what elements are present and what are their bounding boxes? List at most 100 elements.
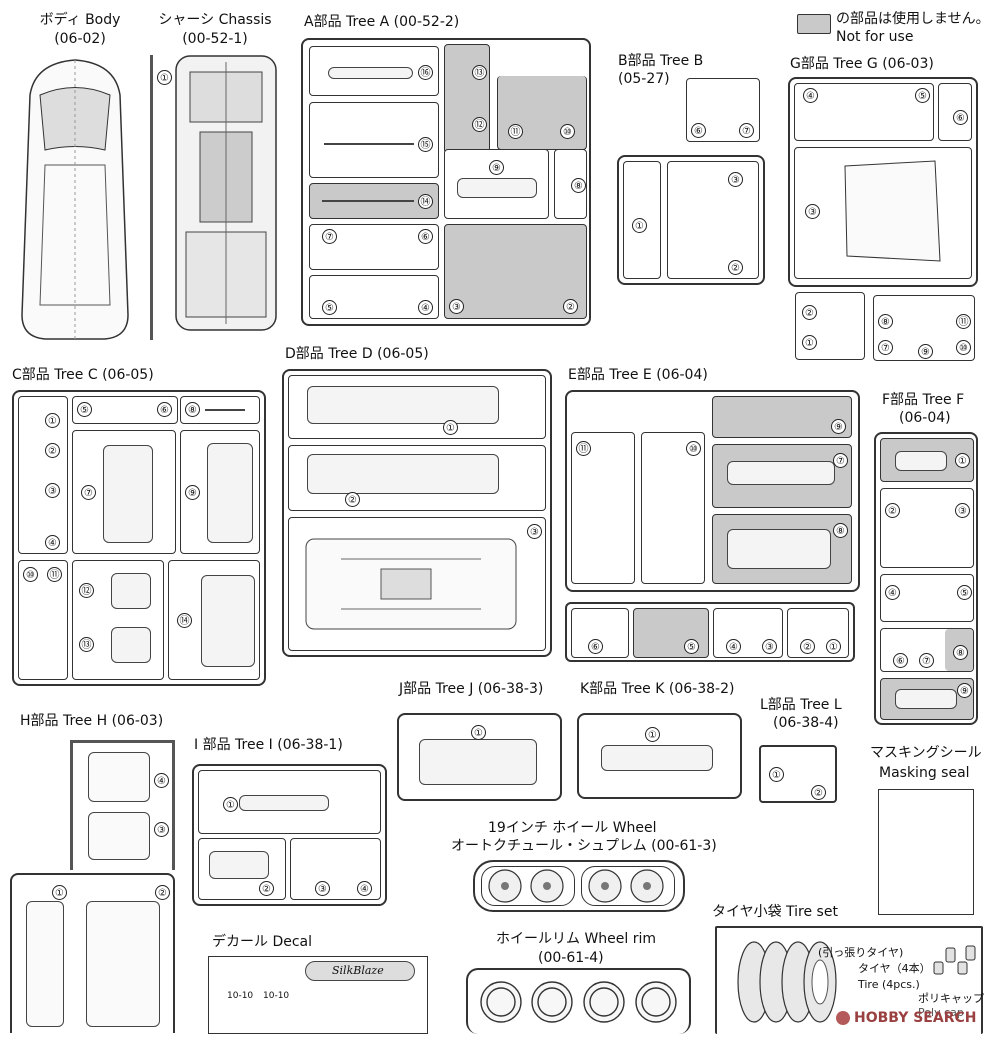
tree-g-num-9: ⑨ (918, 344, 933, 359)
tree-d-cell-3: ③ (288, 517, 546, 651)
tree-k-title: K部品 Tree K (06-38-2) (580, 681, 735, 697)
tree-a-cell-14: ⑭ (309, 183, 439, 219)
tree-g-num-1: ① (802, 335, 817, 350)
tree-f-num-4: ④ (885, 585, 900, 600)
tree-e-num-10: ⑩ (686, 441, 701, 456)
tree-c-frame: ① ② ③ ④ ⑤ ⑥ ⑧ ⑦ ⑨ ⑩ ⑪ ⑫ ⑬ ⑭ (12, 390, 266, 686)
tree-a-num-13: ⑬ (472, 65, 487, 80)
tree-e-cell-8: ⑧ (712, 514, 852, 584)
tree-h-num-1: ① (52, 885, 67, 900)
tree-b-num-2: ② (728, 260, 743, 275)
tree-c-cell-8: ⑧ (180, 396, 260, 424)
tree-c-num-2: ② (45, 443, 60, 458)
part-a14 (322, 200, 414, 202)
tree-b-num-3: ③ (728, 172, 743, 187)
tree-f-num-7: ⑦ (919, 653, 934, 668)
tree-a-cell-7-6: ⑦ ⑥ (309, 224, 439, 270)
tree-d-num-1: ① (443, 420, 458, 435)
decal-sheet: SilkBlaze 10-10 10-10 (208, 956, 428, 1034)
tree-j-title: J部品 Tree J (06-38-3) (399, 681, 544, 697)
tree-d-title: D部品 Tree D (06-05) (285, 346, 429, 362)
tree-i-num-4: ④ (357, 881, 372, 896)
tree-f-num-2: ② (885, 503, 900, 518)
tree-a-num-3: ③ (449, 299, 464, 314)
decal-plate-2: 10-10 (263, 991, 290, 1001)
tree-f-cell-2-3: ② ③ (880, 488, 974, 568)
part-f9-grille (895, 689, 957, 709)
part-d1-side (307, 386, 499, 424)
tree-h-runner-left (70, 740, 73, 870)
tree-g-cell-2-1: ② ① (795, 292, 865, 360)
tree-j-num-1: ① (471, 725, 486, 740)
tree-c-num-8: ⑧ (185, 402, 200, 417)
tree-d-cell-1: ① (288, 375, 546, 439)
masking-seal-sheet (878, 789, 974, 915)
tree-a-num-6: ⑥ (418, 229, 433, 244)
body-drawing (21, 59, 129, 340)
tree-c-cell-10-11: ⑩ ⑪ (18, 560, 68, 680)
tree-a-num-2: ② (563, 299, 578, 314)
tree-j-frame: ① (397, 713, 562, 801)
tree-b-num-1: ① (632, 218, 647, 233)
tree-g-cell-6: ⑥ (938, 83, 972, 141)
tree-e-cell-10: ⑩ (641, 432, 705, 584)
tree-c-title: C部品 Tree C (06-05) (12, 367, 154, 383)
tree-f-frame: ① ② ③ ④ ⑤ ⑥ ⑦ ⑧ ⑨ (874, 432, 978, 725)
tree-c-num-11: ⑪ (47, 567, 62, 582)
part-c8 (205, 409, 245, 411)
tree-c-cell-12-13: ⑫ ⑬ (72, 560, 164, 680)
tree-d-num-2: ② (345, 492, 360, 507)
tree-e-cell-4-3: ④ ③ (713, 608, 783, 658)
tree-a-num-7: ⑦ (322, 229, 337, 244)
chassis-code: (00-52-1) (182, 31, 248, 47)
masking-seal-en: Masking seal (879, 765, 970, 781)
tree-f-cell-4-5: ④ ⑤ (880, 574, 974, 622)
masking-seal-jp: マスキングシール (870, 745, 982, 761)
tree-c-cell-14: ⑭ (168, 560, 260, 680)
tree-k-num-1: ① (645, 727, 660, 742)
tree-e-num-11: ⑪ (576, 441, 591, 456)
tree-c-num-6: ⑥ (157, 402, 172, 417)
tree-d-frame: ① ② ③ (282, 369, 552, 657)
poly-cap-jp: ポリキャップ (918, 992, 984, 1005)
tree-e-cell-9: ⑨ (712, 396, 852, 438)
tree-g-frame: ④ ⑤ ⑥ ③ (788, 77, 978, 287)
tree-a-cell-9: ⑨ (444, 149, 549, 219)
tree-c-cell-7: ⑦ (72, 430, 176, 554)
part-c12-seat (111, 573, 151, 609)
decal-brand-text: SilkBlaze (332, 964, 384, 977)
tree-a-title: A部品 Tree A (00-52-2) (304, 14, 460, 30)
tree-d-num-3: ③ (527, 524, 542, 539)
tree-e-num-4: ④ (726, 639, 741, 654)
not-for-use-swatch (797, 14, 831, 34)
tree-a-cell-5-4: ⑤ ④ (309, 275, 439, 319)
part-c7-seat (103, 445, 153, 543)
part-c9-dash (207, 443, 253, 543)
tree-l-frame: ① ② (759, 745, 837, 803)
tree-c-num-13: ⑬ (79, 637, 94, 652)
tree-c-num-4: ④ (45, 535, 60, 550)
tree-k-frame: ① (577, 713, 742, 799)
decal-title: デカール Decal (212, 934, 313, 950)
tree-e-num-8: ⑧ (833, 523, 848, 538)
tree-e-num-1: ① (826, 639, 841, 654)
tree-a-num-10: ⑩ (560, 124, 575, 139)
part-a9 (457, 178, 537, 198)
part-h4-window (88, 752, 150, 802)
tree-g-cell-small: ⑧ ⑦ ⑨ ⑪ ⑩ (873, 295, 975, 361)
tree-h-frame: ① ② (10, 873, 175, 1033)
tree-e-num-5: ⑤ (684, 639, 699, 654)
tree-h-num-2: ② (155, 885, 170, 900)
wheel-rim-drawings (480, 981, 677, 1023)
decal-plate-1: 10-10 (227, 991, 254, 1001)
tree-h-num-3: ③ (154, 822, 169, 837)
wheel-drawings (488, 869, 664, 903)
tree-h-runner-right (172, 740, 175, 870)
part-a16 (328, 67, 413, 79)
tree-f-cell-8: ⑧ (945, 629, 973, 671)
tree-f-cell-6-8: ⑥ ⑦ ⑧ (880, 628, 974, 672)
part-i2-grille (209, 851, 269, 879)
tire-note-1: (引っ張りタイヤ) (818, 946, 904, 959)
tree-g-cell-4-5: ④ ⑤ (794, 83, 934, 141)
tree-g-num-7: ⑦ (878, 340, 893, 355)
